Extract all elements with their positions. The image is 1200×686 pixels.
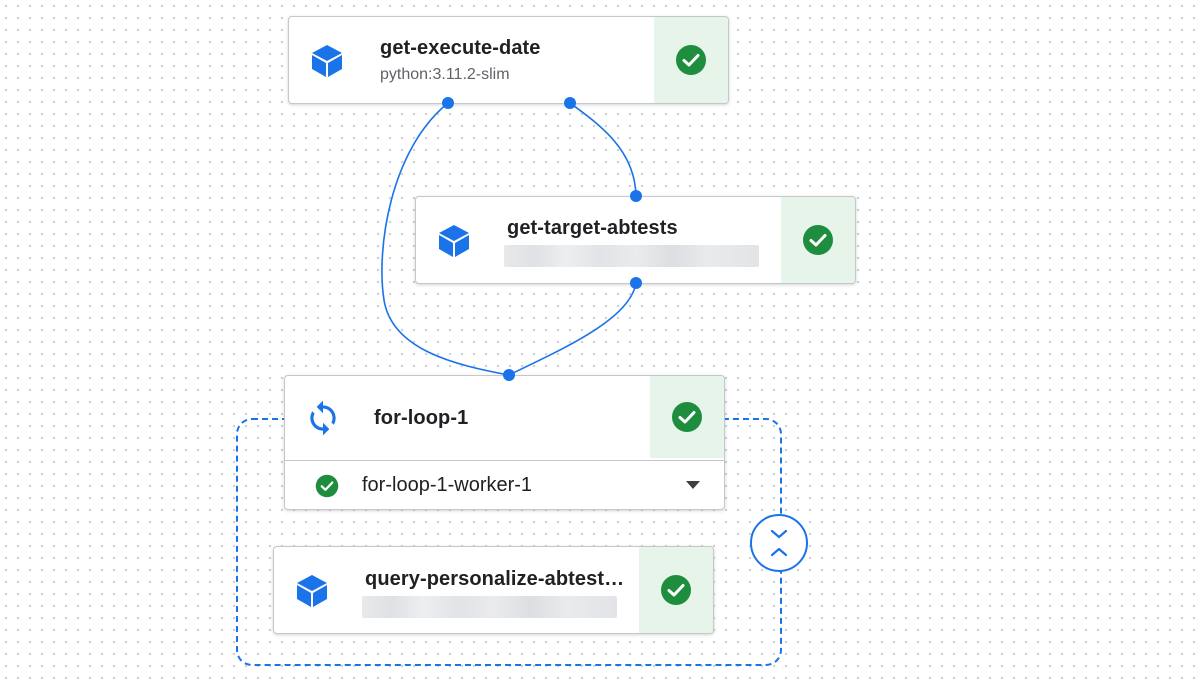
input-port <box>630 190 642 202</box>
node-title: get-target-abtests <box>507 217 678 239</box>
dropdown-arrow-icon[interactable] <box>686 481 700 489</box>
node-get-execute-date[interactable]: get-execute-date python:3.11.2-slim <box>288 16 729 104</box>
collapse-icon <box>770 529 788 557</box>
cube-icon <box>292 571 332 611</box>
node-title: get-execute-date <box>380 37 541 59</box>
cube-icon <box>434 221 474 261</box>
check-circle-icon <box>661 575 691 605</box>
check-circle-icon <box>803 225 833 255</box>
cube-icon <box>307 41 347 81</box>
input-port <box>503 369 515 381</box>
node-title: for-loop-1 <box>374 407 469 429</box>
status-cell <box>781 197 855 283</box>
output-port <box>442 97 454 109</box>
loop-worker-selector[interactable]: for-loop-1-worker-1 <box>285 460 724 509</box>
node-title: query-personalize-abtest… <box>365 568 625 590</box>
output-port <box>630 277 642 289</box>
status-cell <box>650 376 724 458</box>
edge-target-abtests-to-for-loop <box>508 282 637 376</box>
edge-execute-date-to-target-abtests <box>569 102 637 197</box>
collapse-group-button[interactable] <box>750 514 808 572</box>
redacted-subtitle <box>362 596 617 618</box>
loop-icon <box>303 398 343 438</box>
redacted-subtitle <box>504 245 759 267</box>
check-circle-icon <box>676 45 706 75</box>
node-query-personalize-abtest[interactable]: query-personalize-abtest… <box>273 546 714 634</box>
edge-execute-date-to-for-loop <box>381 102 510 376</box>
check-circle-icon <box>672 402 702 432</box>
status-cell <box>639 547 713 633</box>
check-circle-icon <box>315 474 339 498</box>
node-get-target-abtests[interactable]: get-target-abtests <box>415 196 856 284</box>
status-cell <box>654 17 728 103</box>
node-for-loop-1[interactable]: for-loop-1 for-loop-1-worker-1 <box>284 375 725 510</box>
node-image: python:3.11.2-slim <box>380 66 510 83</box>
output-port <box>564 97 576 109</box>
worker-label: for-loop-1-worker-1 <box>362 474 533 496</box>
